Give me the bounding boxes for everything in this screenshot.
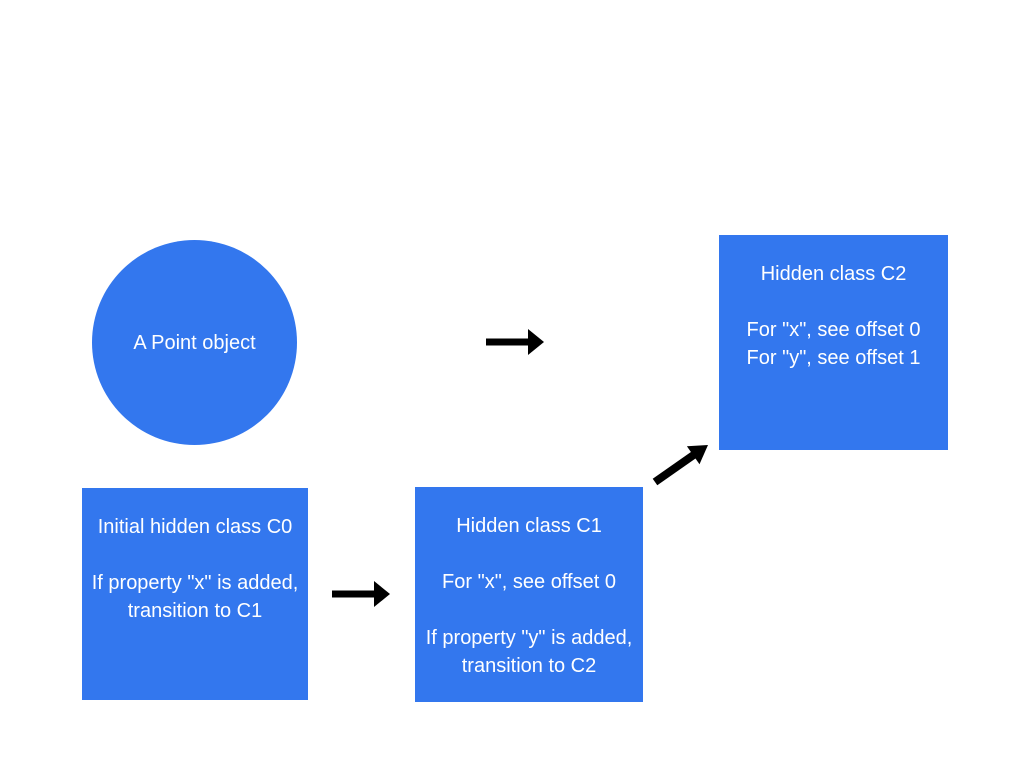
node-c1-body-line3: transition to C2	[461, 655, 597, 677]
node-c1-title: Hidden class C1	[456, 515, 602, 537]
node-point-object-label: A Point object	[133, 331, 256, 354]
node-c2-body: For "x", see offset 0 For "y", see offset…	[719, 316, 948, 372]
node-c0-body: If property "x" is added, transition to C…	[82, 569, 308, 625]
node-c0-body-line1: If property "x" is added,	[91, 572, 299, 594]
arrow-up-right-icon-c1-to-c2	[652, 445, 708, 486]
node-hidden-class-c1: Hidden class C1 For "x", see offset 0 If…	[415, 487, 643, 702]
node-c1-body-offset: For "x", see offset 0	[415, 568, 643, 596]
arrow-right-icon-c0-to-c1	[332, 581, 390, 607]
node-point-object: A Point object	[92, 240, 297, 445]
node-c1-body-line2: If property "y" is added,	[425, 627, 633, 649]
node-c2-body-line1: For "x", see offset 0	[746, 319, 921, 341]
node-c0-title: Initial hidden class C0	[97, 516, 293, 538]
node-c2-title: Hidden class C2	[760, 263, 907, 285]
arrow-right-icon-point-to-c2	[486, 329, 544, 355]
node-c1-body-transition: If property "y" is added, transition to C…	[415, 624, 643, 680]
node-c2-body-line2: For "y", see offset 1	[746, 347, 921, 369]
node-c1-body-line1: For "x", see offset 0	[442, 571, 616, 593]
node-c0-body-line2: transition to C1	[127, 600, 263, 622]
node-initial-hidden-class-c0: Initial hidden class C0 If property "x" …	[82, 488, 308, 700]
